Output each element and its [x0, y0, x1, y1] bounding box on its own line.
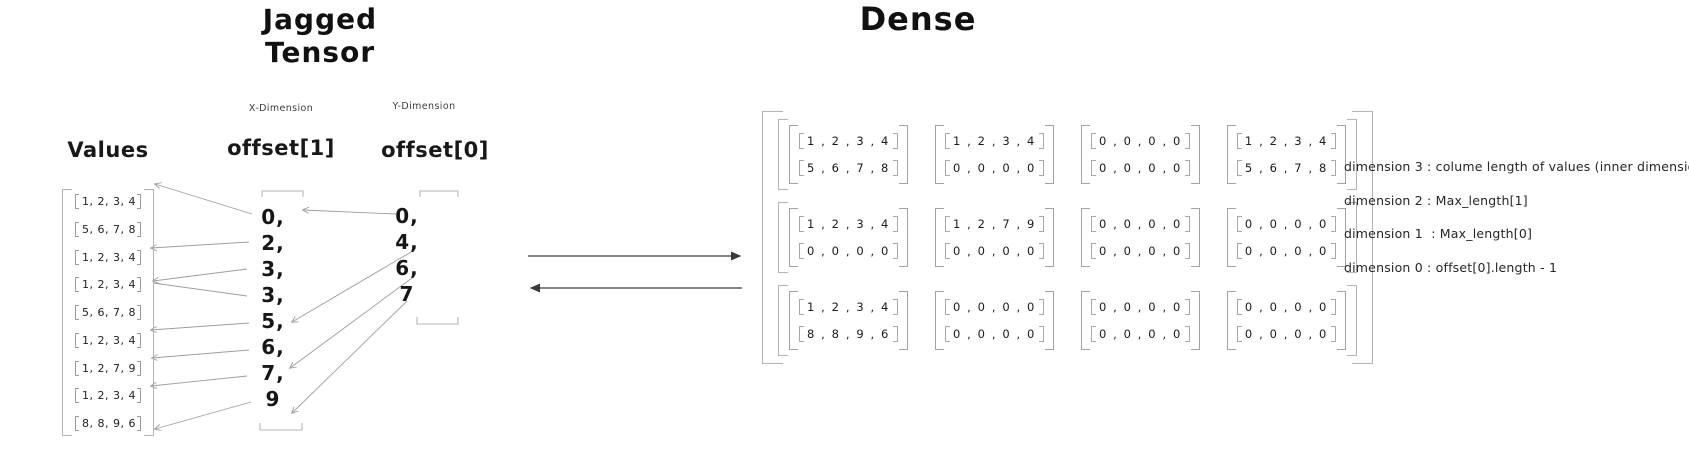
matrix-row: 0 , 0 , 0 , 0 — [944, 326, 1044, 342]
x-dimension-label: X-Dimension — [248, 103, 314, 114]
annotation-dimension-3: dimension 3 : colume length of values (i… — [1344, 159, 1689, 174]
values-column-label: Values — [67, 138, 149, 162]
matrix-row: 5 , 6 , 7 , 8 — [1236, 160, 1336, 176]
offset1-list: 0, 2, 3, 3, 5, 6, 7, 9 — [240, 205, 306, 413]
offset1-entry: 5, — [261, 309, 285, 333]
offset1-entry: 6, — [261, 335, 285, 359]
matrix-row: 0 , 0 , 0 , 0 — [1090, 133, 1190, 149]
matrix-row: 0 , 0 , 0 , 0 — [1236, 326, 1336, 342]
offset1-entry: 3, — [261, 257, 285, 281]
matrix-row: 0 , 0 , 0 , 0 — [799, 243, 898, 259]
dense-matrix: 0 , 0 , 0 , 0 0 , 0 , 0 , 0 — [1226, 291, 1346, 350]
values-row: 1, 2, 3, 4 — [75, 332, 141, 348]
matrix-row: 0 , 0 , 0 , 0 — [1090, 243, 1190, 259]
offset1-entry: 9 — [265, 387, 281, 411]
matrix-row: 0 , 0 , 0 , 0 — [1090, 216, 1190, 232]
matrix-row: 1 , 2 , 7 , 9 — [944, 216, 1044, 232]
dense-matrix: 1 , 2 , 3 , 4 5 , 6 , 7 , 8 — [789, 125, 908, 184]
dense-matrix: 0 , 0 , 0 , 0 0 , 0 , 0 , 0 — [1226, 208, 1346, 267]
dense-matrix: 1 , 2 , 3 , 4 0 , 0 , 0 , 0 — [934, 125, 1054, 184]
matrix-row: 5 , 6 , 7 , 8 — [799, 160, 898, 176]
offset1-entry: 2, — [261, 231, 285, 255]
matrix-row: 1 , 2 , 3 , 4 — [799, 299, 898, 315]
offset1-to-values-arrows — [151, 184, 253, 429]
matrix-row: 0 , 0 , 0 , 0 — [1236, 243, 1336, 259]
values-list: 1, 2, 3, 4 5, 6, 7, 8 1, 2, 3, 4 1, 2, 3… — [62, 189, 154, 436]
values-row: 8, 8, 9, 6 — [75, 416, 141, 431]
offset0-entry: 7 — [399, 282, 415, 306]
offset1-entry: 0, — [261, 205, 285, 229]
values-row: 5, 6, 7, 8 — [75, 221, 141, 237]
dense-matrix: 1 , 2 , 3 , 4 8 , 8 , 9 , 6 — [789, 291, 908, 350]
matrix-row: 8 , 8 , 9 , 6 — [799, 326, 898, 342]
dense-matrix: 0 , 0 , 0 , 0 0 , 0 , 0 , 0 — [1080, 125, 1200, 184]
matrix-row: 1 , 2 , 3 , 4 — [1236, 133, 1336, 149]
values-row: 1, 2, 7, 9 — [75, 360, 141, 376]
dense-outer-bracket: 1 , 2 , 3 , 4 5 , 6 , 7 , 8 1 , 2 , 3 , … — [762, 111, 1373, 364]
annotation-dimension-1: dimension 1 : Max_length[0] — [1344, 226, 1533, 241]
dense-matrix: 1 , 2 , 7 , 9 0 , 0 , 0 , 0 — [934, 208, 1054, 267]
matrix-row: 1 , 2 , 3 , 4 — [944, 133, 1044, 149]
matrix-row: 0 , 0 , 0 , 0 — [944, 243, 1044, 259]
dense-matrix: 0 , 0 , 0 , 0 0 , 0 , 0 , 0 — [1080, 208, 1200, 267]
dense-matrix: 0 , 0 , 0 , 0 0 , 0 , 0 , 0 — [934, 291, 1054, 350]
matrix-row: 0 , 0 , 0 , 0 — [944, 160, 1044, 176]
matrix-row: 0 , 0 , 0 , 0 — [944, 299, 1044, 315]
matrix-row: 0 , 0 , 0 , 0 — [1090, 160, 1190, 176]
dense-matrix: 1 , 2 , 3 , 4 5 , 6 , 7 , 8 — [1226, 125, 1346, 184]
y-dimension-label: Y-Dimension — [392, 101, 456, 112]
matrix-row: 0 , 0 , 0 , 0 — [1090, 299, 1190, 315]
offset0-column-label: offset[0] — [381, 138, 489, 162]
matrix-row: 1 , 2 , 3 , 4 — [799, 216, 898, 232]
dense-tensor: 1 , 2 , 3 , 4 5 , 6 , 7 , 8 1 , 2 , 3 , … — [762, 111, 1373, 364]
dense-matrix: 0 , 0 , 0 , 0 0 , 0 , 0 , 0 — [1080, 291, 1200, 350]
offset0-list: 0, 4, 6, 7 — [374, 204, 440, 308]
matrix-row: 0 , 0 , 0 , 0 — [1090, 326, 1190, 342]
dense-batch-row: 1 , 2 , 3 , 4 0 , 0 , 0 , 0 1 , 2 , 7 , … — [778, 202, 1357, 273]
offset1-entry: 3, — [261, 283, 285, 307]
matrix-row: 0 , 0 , 0 , 0 — [1236, 299, 1336, 315]
conversion-arrows — [528, 251, 742, 293]
dense-matrix: 1 , 2 , 3 , 4 0 , 0 , 0 , 0 — [789, 208, 908, 267]
matrix-row: 1 , 2 , 3 , 4 — [799, 133, 898, 149]
offset0-entry: 0, — [395, 204, 419, 228]
offset0-entry: 4, — [395, 230, 419, 254]
jagged-tensor-title: Jagged Tensor — [262, 2, 378, 70]
dense-batch-row: 1 , 2 , 3 , 4 5 , 6 , 7 , 8 1 , 2 , 3 , … — [778, 119, 1357, 190]
dimension-annotations: dimension 3 : colume length of values (i… — [1344, 159, 1689, 293]
values-row: 1, 2, 3, 4 — [75, 249, 141, 265]
offset1-entry: 7, — [261, 361, 285, 385]
dense-batch-row: 1 , 2 , 3 , 4 8 , 8 , 9 , 6 0 , 0 , 0 , … — [778, 285, 1357, 356]
annotation-dimension-0: dimension 0 : offset[0].length - 1 — [1344, 259, 1558, 275]
offset0-entry: 6, — [395, 256, 419, 280]
matrix-row: 0 , 0 , 0 , 0 — [1236, 216, 1336, 232]
annotation-dimension-2: dimension 2 : Max_length[1] — [1344, 192, 1528, 208]
values-row: 1, 2, 3, 4 — [75, 277, 141, 293]
values-row: 1, 2, 3, 4 — [75, 388, 141, 404]
values-row: 1, 2, 3, 4 — [75, 194, 141, 209]
offset1-column-label: offset[1] — [227, 136, 335, 160]
dense-title: Dense — [859, 0, 977, 38]
values-row: 5, 6, 7, 8 — [75, 305, 141, 320]
